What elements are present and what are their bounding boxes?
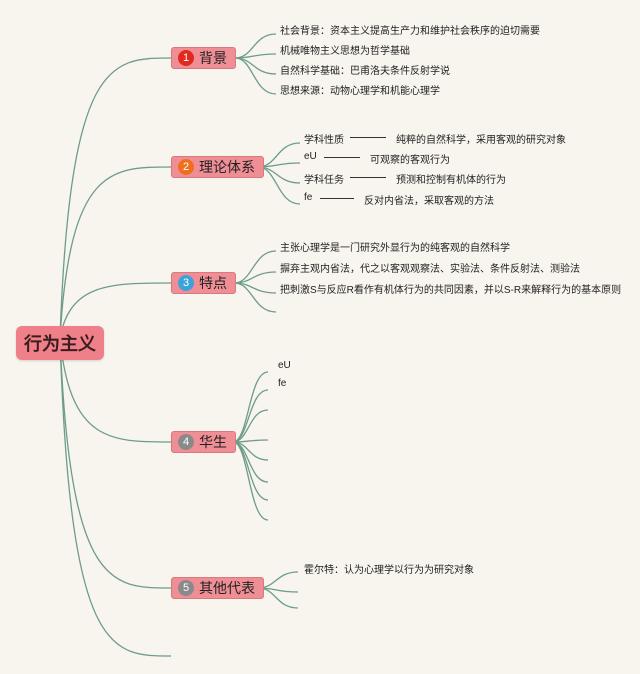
branch-leaf-connector <box>234 57 277 95</box>
branch-label: 理论体系 <box>199 159 255 175</box>
leaf-item: 摒弃主观内省法，代之以客观观察法、实验法、条件反射法、测验法 <box>280 264 580 275</box>
branch-leaf-connector <box>257 166 301 184</box>
branch-label: 华生 <box>199 434 227 450</box>
leaf-value: 反对内省法，采取客观的方法 <box>364 196 494 207</box>
root-branch-connector <box>59 337 172 657</box>
root-label: 行为主义 <box>24 334 96 354</box>
branch-features[interactable]: 3 特点 <box>171 272 236 294</box>
branch-leaf-connector <box>232 389 269 443</box>
branch-leaf-connector <box>234 53 277 59</box>
leaf-key: 学科任务 <box>304 175 344 186</box>
leaf-item: 社会背景：资本主义提高生产力和维护社会秩序的迫切需要 <box>280 26 540 37</box>
branch-number-badge: 5 <box>178 580 194 596</box>
leaf-key: fe <box>304 192 313 203</box>
branch-background[interactable]: 1 背景 <box>171 47 236 69</box>
branch-number-badge: 1 <box>178 50 194 66</box>
root-branch-connector <box>59 282 172 339</box>
branch-leaf-connector <box>232 371 269 443</box>
branch-label: 特点 <box>199 275 227 291</box>
branch-leaf-connector <box>234 57 277 75</box>
branch-leaf-connector <box>257 162 301 168</box>
branch-theory-system[interactable]: 2 理论体系 <box>171 156 264 178</box>
branch-watson[interactable]: 4 华生 <box>171 431 236 453</box>
root-node[interactable]: 行为主义 <box>16 326 104 360</box>
branch-leaf-connector <box>232 441 269 521</box>
branch-leaf-connector <box>233 282 277 313</box>
branch-leaf-connector <box>257 587 299 609</box>
key-value-connector <box>350 177 386 178</box>
branch-other-representatives[interactable]: 5 其他代表 <box>171 577 264 599</box>
leaf-value: 纯粹的自然科学，采用客观的研究对象 <box>396 135 566 146</box>
branch-label: 其他代表 <box>199 580 255 596</box>
root-branch-connector <box>59 166 172 339</box>
leaf-value: 可观察的客观行为 <box>370 155 450 166</box>
leaf-item: 思想来源：动物心理学和机能心理学 <box>280 86 440 97</box>
key-value-connector <box>320 198 354 199</box>
branch-number-badge: 3 <box>178 275 194 291</box>
branch-number-badge: 4 <box>178 434 194 450</box>
branch-leaf-connector <box>232 441 269 501</box>
branch-leaf-connector <box>233 250 277 284</box>
key-value-connector <box>324 157 360 158</box>
root-branch-connector <box>59 337 172 589</box>
leaf-item: 机械唯物主义思想为哲学基础 <box>280 46 410 57</box>
root-branch-connector <box>59 57 172 339</box>
key-value-connector <box>350 137 386 138</box>
leaf-item: 把刺激S与反应R看作有机体行为的共同因素，并以S-R来解释行为的基本原则 <box>280 285 622 296</box>
branch-leaf-connector <box>257 571 299 589</box>
leaf-item: 主张心理学是一门研究外显行为的纯客观的自然科学 <box>280 243 510 254</box>
branch-leaf-connector <box>232 409 269 443</box>
root-branch-connector <box>59 337 172 443</box>
branch-leaf-connector <box>257 166 301 205</box>
branch-label: 背景 <box>199 50 227 66</box>
leaf-item: 霍尔特：认为心理学以行为为研究对象 <box>304 565 474 576</box>
leaf-item: eU <box>278 360 291 371</box>
leaf-value: 预测和控制有机体的行为 <box>396 175 506 186</box>
leaf-item: 自然科学基础：巴甫洛夫条件反射学说 <box>280 66 450 77</box>
leaf-item: fe <box>278 378 287 389</box>
leaf-key: eU <box>304 151 317 162</box>
leaf-key: 学科性质 <box>304 135 344 146</box>
branch-number-badge: 2 <box>178 159 194 175</box>
